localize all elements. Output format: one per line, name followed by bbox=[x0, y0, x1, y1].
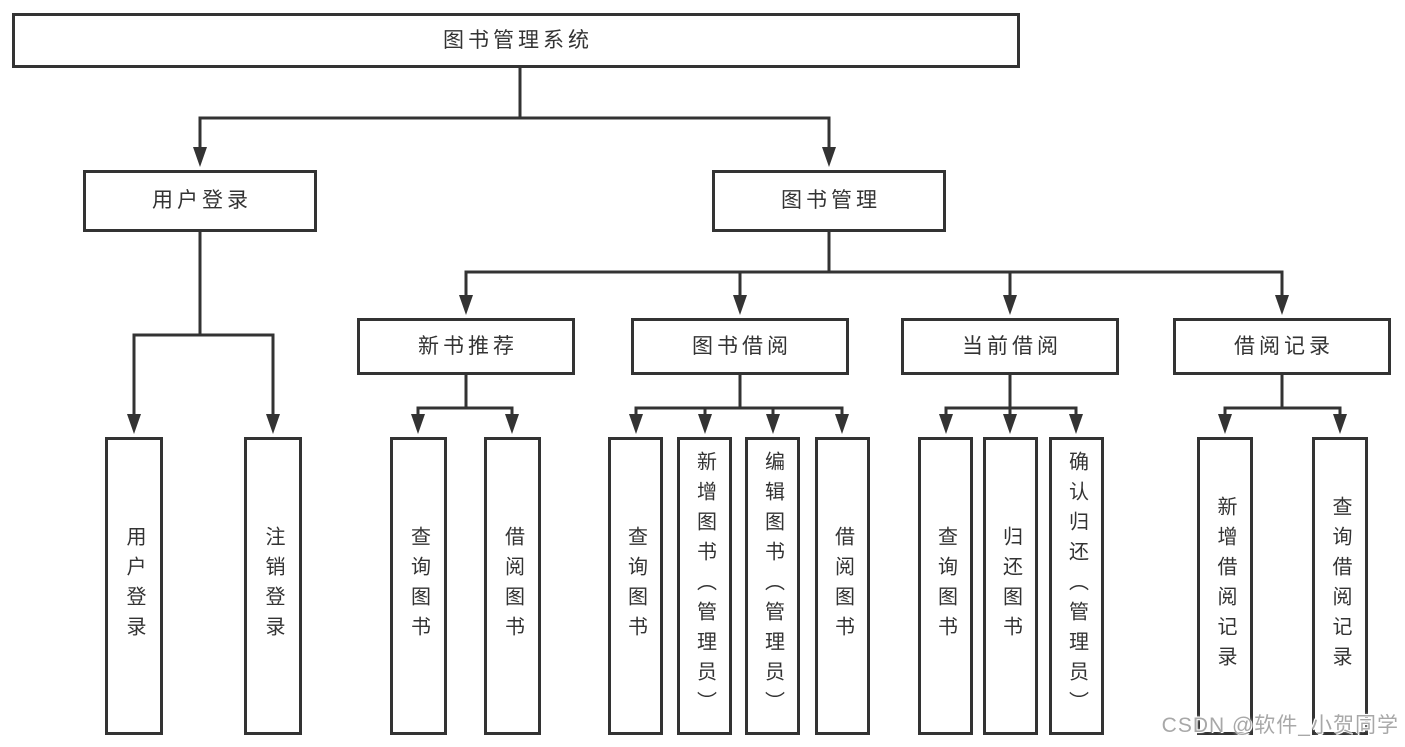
arrowhead-icon bbox=[835, 414, 849, 434]
leaf-edit-book-admin: 编辑图书（管理员） bbox=[745, 437, 800, 735]
leaf-label: 用户登录 bbox=[123, 526, 145, 646]
leaf-add-borrow-record: 新增借阅记录 bbox=[1197, 437, 1253, 735]
leaf-logout: 注销登录 bbox=[244, 437, 302, 735]
arrowhead-icon bbox=[505, 414, 519, 434]
leaf-add-book-admin: 新增图书（管理员） bbox=[677, 437, 732, 735]
connector-borrow-records-children bbox=[1218, 373, 1347, 434]
connector-current-borrow-children bbox=[939, 373, 1083, 434]
leaf-label: 确认归还（管理员） bbox=[1065, 451, 1088, 721]
arrowhead-icon bbox=[698, 414, 712, 434]
connector-user-login-children bbox=[127, 230, 280, 434]
connector-root-to-level2 bbox=[193, 66, 836, 167]
leaf-label: 查询图书 bbox=[934, 526, 957, 646]
arrowhead-icon bbox=[127, 414, 141, 434]
leaf-label: 查询借阅记录 bbox=[1329, 496, 1351, 676]
leaf-label: 归还图书 bbox=[999, 526, 1022, 646]
arrowhead-icon bbox=[411, 414, 425, 434]
arrowhead-icon bbox=[939, 414, 953, 434]
arrowhead-icon bbox=[1069, 414, 1083, 434]
arrowhead-icon bbox=[459, 295, 473, 315]
watermark-text: CSDN @软件_小贺同学 bbox=[1161, 714, 1399, 737]
arrowhead-icon bbox=[1003, 295, 1017, 315]
node-label: 借阅记录 bbox=[1234, 334, 1334, 358]
connector-book-borrow-children bbox=[629, 373, 849, 434]
leaf-query-borrow-record: 查询借阅记录 bbox=[1312, 437, 1368, 735]
node-label: 图书管理 bbox=[781, 189, 881, 213]
leaf-borrow-books-recommend: 借阅图书 bbox=[484, 437, 541, 735]
leaf-borrow-books: 借阅图书 bbox=[815, 437, 870, 735]
arrowhead-icon bbox=[822, 147, 836, 167]
leaf-query-books-recommend: 查询图书 bbox=[390, 437, 447, 735]
connector-new-book-children bbox=[411, 373, 519, 434]
node-book-management: 图书管理 bbox=[712, 170, 946, 232]
leaf-query-books-current: 查询图书 bbox=[918, 437, 973, 735]
node-user-login: 用户登录 bbox=[83, 170, 317, 232]
leaf-query-books-borrow: 查询图书 bbox=[608, 437, 663, 735]
node-book-borrow: 图书借阅 bbox=[631, 318, 849, 375]
arrowhead-icon bbox=[193, 147, 207, 167]
arrowhead-icon bbox=[1218, 414, 1232, 434]
leaf-label: 注销登录 bbox=[262, 526, 284, 646]
leaf-return-book: 归还图书 bbox=[983, 437, 1038, 735]
node-borrow-records: 借阅记录 bbox=[1173, 318, 1391, 375]
node-label: 当前借阅 bbox=[962, 334, 1062, 358]
node-label: 图书借阅 bbox=[692, 334, 792, 358]
arrowhead-icon bbox=[733, 295, 747, 315]
leaf-label: 新增图书（管理员） bbox=[693, 451, 716, 721]
arrowhead-icon bbox=[629, 414, 643, 434]
leaf-label: 借阅图书 bbox=[501, 526, 524, 646]
leaf-label: 编辑图书（管理员） bbox=[761, 451, 784, 721]
leaf-label: 新增借阅记录 bbox=[1214, 496, 1236, 676]
connector-book-management-sections bbox=[459, 230, 1289, 315]
arrowhead-icon bbox=[1333, 414, 1347, 434]
leaf-confirm-return-admin: 确认归还（管理员） bbox=[1049, 437, 1104, 735]
leaf-label: 查询图书 bbox=[624, 526, 647, 646]
leaf-label: 借阅图书 bbox=[831, 526, 854, 646]
arrowhead-icon bbox=[266, 414, 280, 434]
node-library-system: 图书管理系统 bbox=[12, 13, 1020, 68]
node-current-borrow: 当前借阅 bbox=[901, 318, 1119, 375]
arrowhead-icon bbox=[1275, 295, 1289, 315]
arrowhead-icon bbox=[1003, 414, 1017, 434]
node-new-book-recommend: 新书推荐 bbox=[357, 318, 575, 375]
leaf-label: 查询图书 bbox=[407, 526, 430, 646]
node-label: 新书推荐 bbox=[418, 334, 518, 358]
node-label: 用户登录 bbox=[152, 189, 252, 213]
arrowhead-icon bbox=[766, 414, 780, 434]
leaf-user-login: 用户登录 bbox=[105, 437, 163, 735]
node-label: 图书管理系统 bbox=[443, 28, 593, 52]
